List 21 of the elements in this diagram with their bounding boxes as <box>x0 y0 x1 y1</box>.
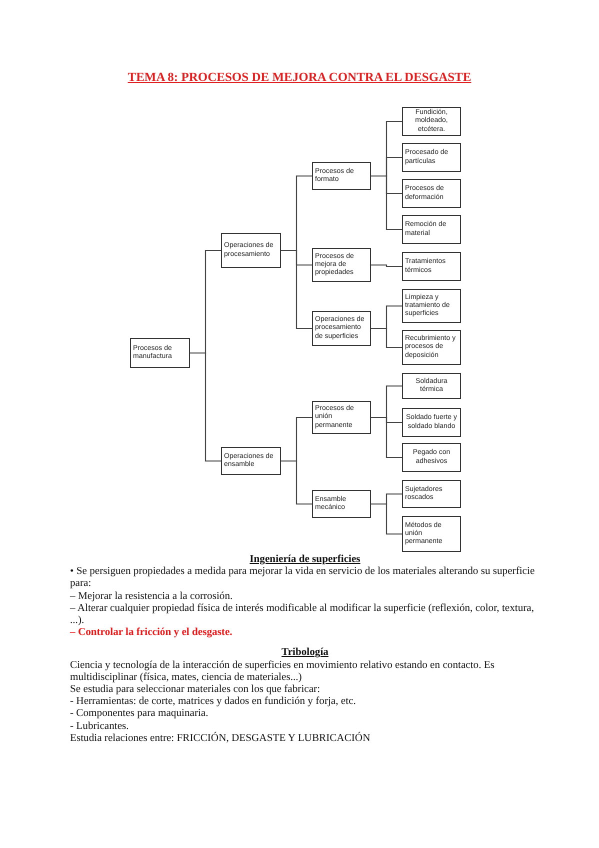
connector-line <box>281 460 312 505</box>
page-title: TEMA 8: PROCESOS DE MEJORA CONTRA EL DESGASTE <box>126 70 472 85</box>
text-line: – Alterar cualquier propiedad física de interés modificable al modificar la superficie (reflexión, color, textura, ...). <box>70 602 536 628</box>
text-line: - Lubricantes. <box>70 720 130 733</box>
connector-line <box>190 352 221 462</box>
text-line: - Herramientas: de corte, matrices y dados en fundición y forja, etc. <box>70 696 357 708</box>
connector-line <box>371 175 402 230</box>
connector-line <box>371 503 402 535</box>
text-line: – Mejorar la resistencia a la corrosión. <box>70 590 234 603</box>
connector-line <box>371 264 402 268</box>
text-line: – Controlar la fricción y el desgaste. <box>70 627 234 640</box>
connector-line <box>371 328 402 348</box>
text-line: Se estudia para seleccionar materiales con los que fabricar: <box>70 684 322 696</box>
connector-line <box>371 416 402 458</box>
text-line: • Se persiguen propiedades a medida para mejorar la vida en servicio de los materiales alterando su superficie para: <box>70 566 536 591</box>
text-line: Estudia relaciones entre: FRICCIÓN, DESGASTE Y LUBRICACIÓN <box>70 732 372 746</box>
section-heading: Tribología <box>280 647 330 660</box>
text-line: - Componentes para maquinaria. <box>70 708 210 721</box>
section-heading: Ingeniería de superficies <box>248 554 362 566</box>
connector-line <box>281 250 312 330</box>
text-line: Ciencia y tecnología de la interacción de superficies en movimiento relativo estando en contacto. Es multidisciplinar (física, mates, ciencia de materiales...) <box>70 660 496 684</box>
